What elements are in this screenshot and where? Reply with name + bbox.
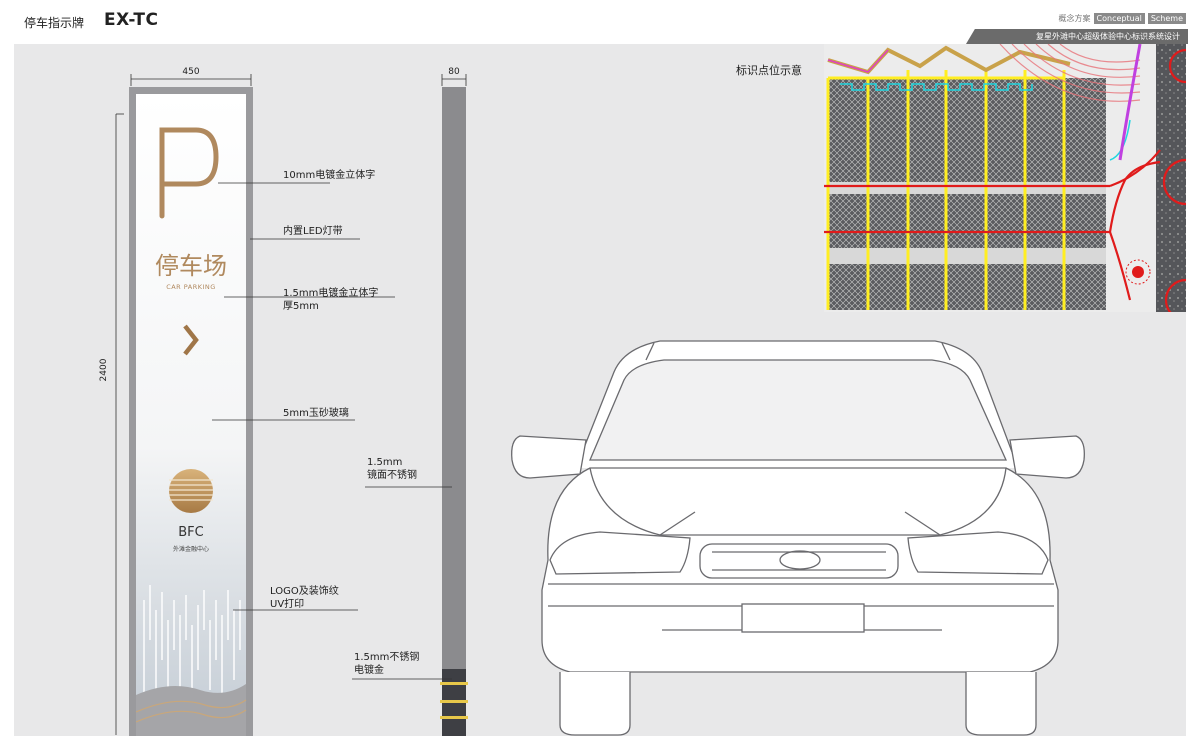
annotation-mirror-steel: 镜面不锈钢: [367, 468, 417, 481]
bfc-logo-icon: [169, 469, 213, 513]
sign-location-marker: [1132, 266, 1144, 278]
annotation-side-thickness: 1.5mm: [367, 457, 402, 468]
wave-line-1: [135, 699, 247, 713]
annotation-gold-letters: 10mm电镀金立体字: [283, 168, 375, 181]
map-label: 标识点位示意: [736, 63, 802, 77]
annotation-gold-letters-small: 1.5mm电镀金立体字: [283, 286, 378, 299]
wave-line-2: [135, 709, 247, 723]
bfc-logo-subtext: 外滩金融中心: [173, 545, 209, 553]
bfc-logo-text: BFC: [178, 525, 203, 540]
annotation-uv-print: UV打印: [270, 597, 304, 610]
wave-base: [136, 684, 246, 736]
height-dim-label: 2400: [99, 358, 109, 381]
width-dim-label: 450: [182, 67, 199, 77]
project-bar: 复星外滩中心超级体验中心标识系统设计: [966, 29, 1188, 44]
frosted-glass-panel: [136, 94, 246, 736]
scheme-en-1: Conceptual: [1093, 13, 1145, 24]
scheme-cn: 概念方案: [1058, 14, 1091, 23]
annotation-thickness: 厚5mm: [283, 300, 319, 312]
sign-title-cn: 停车场: [155, 252, 227, 280]
parking-p-icon: [159, 127, 219, 219]
car-front-illustration: [511, 340, 1085, 736]
front-leader-lines: [212, 182, 395, 611]
annotation-steel: 1.5mm不锈钢: [354, 650, 419, 663]
chevron-right-icon: [183, 324, 199, 356]
annotation-logo-pattern: LOGO及装饰纹: [270, 584, 339, 597]
depth-dim-label: 80: [448, 67, 460, 77]
location-map: [824, 44, 1186, 312]
scheme-en-2: Scheme: [1147, 13, 1186, 24]
page-title: 停车指示牌: [24, 16, 85, 30]
decorative-pattern: [143, 585, 241, 700]
base-gold-band-1: [440, 682, 468, 685]
sign-code: EX-TC: [104, 10, 159, 30]
sign-side-elevation: 80: [440, 67, 468, 736]
side-post: [442, 87, 466, 669]
sign-front-elevation: 450 2400 停车场 CAR PARKING BFC 外滩金融中心: [99, 67, 253, 736]
base-gold-band-3: [440, 716, 468, 719]
base-gold-band-2: [440, 700, 468, 703]
annotation-frosted-glass: 5mm玉砂玻璃: [283, 406, 349, 419]
sign-title-en: CAR PARKING: [166, 283, 216, 291]
annotation-led-strip: 内置LED灯带: [283, 224, 343, 237]
annotation-gold-plating: 电镀金: [354, 663, 384, 676]
